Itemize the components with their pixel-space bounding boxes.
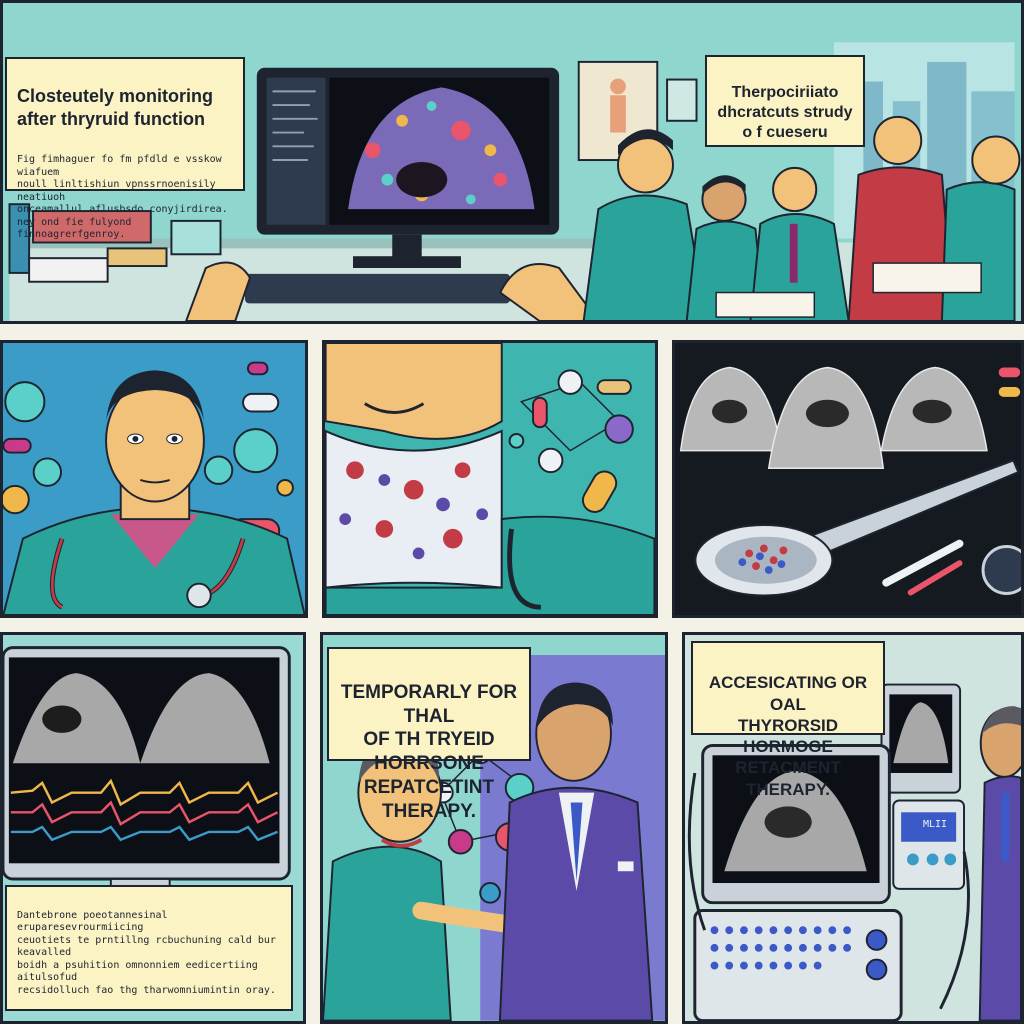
caption-temporary-therapy-text: TEMPORARLY FOR THAL OF TH TRYEID HORRSON… [340,681,518,822]
device-label: MLII [922,819,948,830]
panel-ultrasound-console: MLII ACCESICATING OR OAL THYRORSID HORMO… [682,632,1024,1024]
doctor-standing [582,129,708,321]
caption-hormone-monitoring-text: Dantebrone poeotannesinal eruparesevrour… [17,909,276,996]
panel-doctor-consultation: TEMPORARLY FOR THAL OF TH TRYEID HORRSON… [320,632,668,1024]
caption-monitoring: Closteutely monitoring after thryruid fu… [5,57,245,240]
caption-oral-therapy-text: ACCESICATING OR OAL THYRORSID HORMOGE RE… [708,673,868,799]
panel-neck-closeup [322,340,658,618]
caption-temporary-therapy: TEMPORARLY FOR THAL OF TH TRYEID HORRSON… [327,647,531,822]
ultrasound-console-illustration [685,635,1021,1021]
caption-study: Therpociriiato dhcratcuts strudy o f cue… [705,55,865,147]
caption-monitoring-title: Closteutely monitoring after thryruid fu… [17,86,214,129]
ultrasound-spoon-illustration [675,343,1021,615]
caption-oral-therapy: ACCESICATING OR OAL THYRORSID HORMOGE RE… [691,641,885,799]
top-panel-team-review: Closteutely monitoring after thryruid fu… [0,0,1024,324]
patient-portrait-illustration [3,343,305,615]
man-in-suit [498,682,654,1021]
keyboard [245,273,511,304]
caption-study-text: Therpociriiato dhcratcuts strudy o f cue… [717,84,853,141]
spoon [694,459,1020,597]
ultrasound-monitor-illustration [3,635,303,1021]
panel-patient-portrait [0,340,308,618]
caption-monitoring-body: Fig fimhaguer fo fm pfdld e vsskow wiafu… [17,154,228,240]
doctor-scrubs [323,735,558,1021]
caption-hormone-monitoring: Dantebrone poeotannesinal eruparesevrour… [5,885,293,1011]
panel-ultrasound-monitor: Dantebrone poeotannesinal eruparesevrour… [0,632,306,1024]
panel-ultrasound-spoon [672,340,1024,618]
neck-closeup-illustration [325,343,655,615]
man-in-suit-right [978,706,1021,1021]
console-keyboard [693,909,903,1021]
